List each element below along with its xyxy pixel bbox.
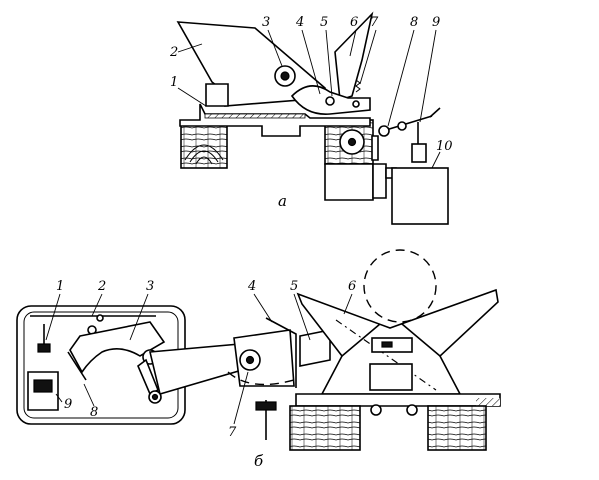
label-b-6: 6 bbox=[348, 279, 356, 294]
wood-block-left bbox=[180, 123, 228, 169]
lever-arm bbox=[385, 115, 433, 131]
motor-housing bbox=[324, 163, 374, 201]
microswitch-button bbox=[33, 379, 53, 393]
label-b-9: 9 bbox=[64, 397, 72, 412]
log-outline bbox=[363, 249, 437, 323]
rail-pin-2 bbox=[96, 314, 104, 322]
switch-lever bbox=[67, 351, 87, 381]
cam-plate bbox=[69, 321, 166, 374]
jaw-pin-2 bbox=[352, 100, 360, 108]
label-a-7: 7 bbox=[370, 15, 379, 30]
label-b-3: 3 bbox=[146, 279, 154, 294]
wood-block-b-right bbox=[427, 405, 487, 451]
label-a-1: 1 bbox=[170, 75, 178, 90]
label-a-6: 6 bbox=[350, 15, 358, 30]
control-box bbox=[391, 167, 449, 225]
cradle-foot bbox=[369, 363, 413, 391]
lever-handle bbox=[429, 107, 441, 118]
cradle-diagonal bbox=[335, 319, 437, 391]
link-arm bbox=[149, 343, 243, 396]
wood-block-b-left bbox=[289, 405, 361, 451]
jaw-pin bbox=[325, 96, 335, 106]
pivot-frame bbox=[265, 317, 297, 388]
label-b-1: 1 bbox=[56, 279, 64, 294]
roller-mount bbox=[299, 329, 331, 367]
caption-b: б bbox=[254, 452, 264, 470]
pivot-bracket bbox=[233, 329, 295, 387]
label-a-9: 9 bbox=[432, 15, 440, 30]
wood-grain-left bbox=[184, 144, 224, 165]
label-a-5: 5 bbox=[320, 15, 328, 30]
label-b-8: 8 bbox=[90, 405, 98, 420]
base-beam bbox=[295, 393, 501, 407]
label-a-10: 10 bbox=[436, 139, 453, 154]
diagram-b: 1 2 3 4 5 6 7 8 9 б bbox=[16, 249, 501, 470]
roller-hub bbox=[347, 137, 357, 147]
lever-arm-pivot bbox=[397, 121, 407, 131]
adjust-screw-head bbox=[255, 401, 277, 411]
cradle-inner-right bbox=[401, 323, 441, 357]
label-a-8: 8 bbox=[410, 15, 418, 30]
label-a-3: 3 bbox=[262, 15, 270, 30]
swing-arc bbox=[227, 371, 295, 386]
base-hatching bbox=[204, 113, 306, 119]
base-frame bbox=[179, 103, 371, 137]
cradle-inner-left bbox=[341, 323, 381, 357]
label-b-7: 7 bbox=[228, 425, 237, 440]
diagram-a: 1 2 3 4 5 6 7 8 9 10 а bbox=[169, 11, 453, 225]
spring-7 bbox=[355, 79, 361, 93]
roller-bracket bbox=[371, 135, 379, 161]
label-b-4: 4 bbox=[247, 279, 256, 294]
label-a-4: 4 bbox=[295, 15, 304, 30]
pivot-inner bbox=[280, 71, 290, 81]
cradle-slot bbox=[381, 341, 393, 348]
main-pivot-hub bbox=[245, 355, 255, 365]
link-end-pin-hub bbox=[151, 393, 159, 401]
label-b-2: 2 bbox=[97, 279, 106, 294]
base-bolt-2 bbox=[406, 404, 418, 416]
contact-block bbox=[37, 343, 51, 353]
actuator-body bbox=[411, 143, 427, 163]
label-a-2: 2 bbox=[169, 45, 178, 60]
label-b-5: 5 bbox=[290, 279, 298, 294]
lever-pad bbox=[205, 83, 229, 107]
caption-a: а bbox=[278, 192, 287, 210]
lever-arm-end bbox=[378, 125, 390, 137]
motor-bulge bbox=[372, 163, 387, 199]
base-beam-hatch bbox=[476, 398, 500, 406]
upper-blade bbox=[334, 11, 374, 102]
base-bolt-1 bbox=[370, 404, 382, 416]
